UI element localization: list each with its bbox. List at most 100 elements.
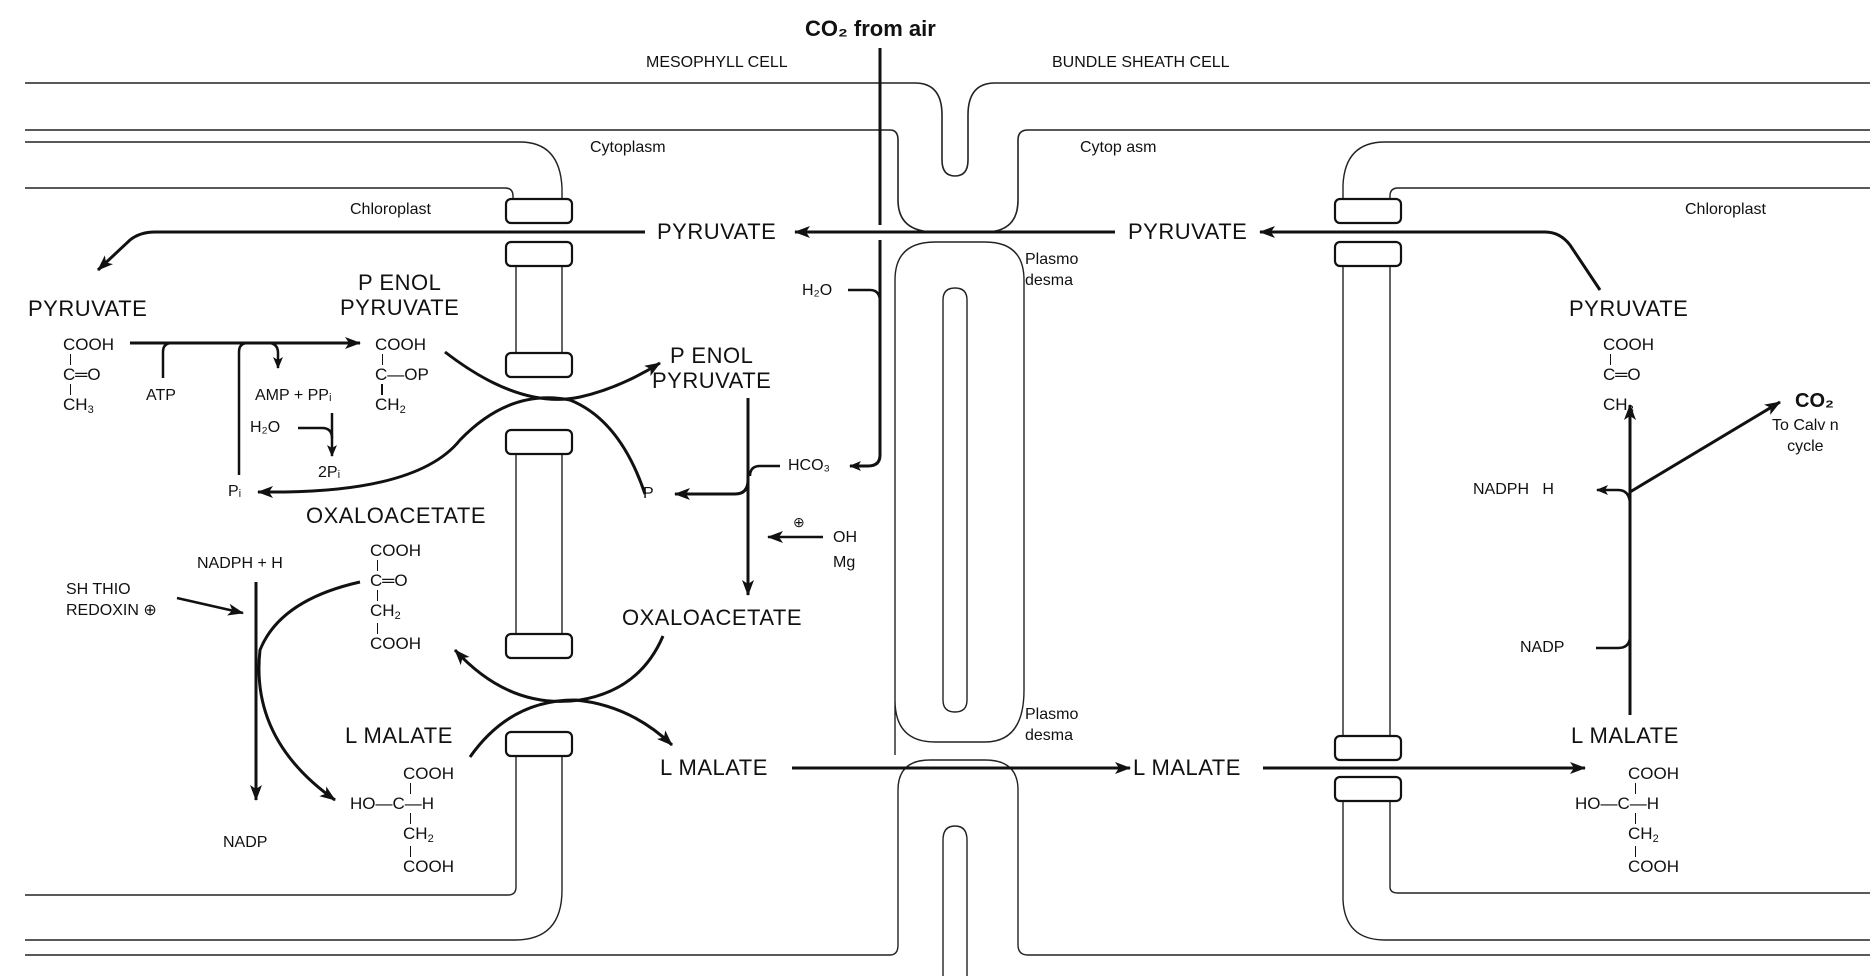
h2o-hydrolysis-join [298,426,334,439]
pi-label: Pᵢ [228,483,242,500]
plasmodesma-top-line1: Plasmo [1025,251,1079,268]
bundle-pyruvate-arrow [1530,230,1602,291]
co2-from-air-label: CO₂ from air [805,16,936,41]
pep-formula: COOH C—OP CH2 [375,336,429,416]
pi-join [237,341,249,475]
formula-co: C═O [63,365,101,384]
pyruvate-chloroplast-import [96,230,645,272]
chloroplast-pyruvate-label: PYRUVATE [28,296,148,321]
mesophyll-cell-label: MESOPHYLL CELL [646,54,788,71]
formula-ho-c-h: HO—C—H [1575,794,1660,813]
bundle-nadph-label: NADPH H [1473,481,1554,498]
amp-release [267,341,283,369]
pep-line1: P ENOL [670,343,754,368]
mesophyll-chloroplast-label: Chloroplast [350,201,431,218]
formula-ch3: CH3 [63,395,94,416]
formula-ho-c-h: HO—C—H [350,794,435,813]
pep-line2: PYRUVATE [652,368,772,394]
oaa-formula: COOH C═O CH2 COOH [370,542,421,652]
formula-ch3: CH3 [1603,395,1634,416]
amp-ppi-label: AMP + PPᵢ [255,387,332,404]
formula-cooh: COOH [370,634,421,653]
formula-co: C═O [1603,365,1641,384]
chloroplast-malate-label: L MALATE [345,723,453,748]
thioredoxin-activation-arrow [176,596,244,616]
released-co2-label: CO₂ [1795,390,1834,412]
plasmodesma-top-label: Plasmo desma [1025,250,1078,292]
plasmodesma-bottom-line1: Plasmo [1025,706,1079,723]
oaa-to-malate-arrow [257,580,361,802]
cytoplasm-pep-label: P ENOL PYRUVATE [652,343,771,394]
mesophyll-cell-wall [25,82,1870,233]
thioredoxin-line1: SH THIO [66,581,131,598]
formula-co: C═O [370,571,408,590]
cytoplasm-oaa-label: OXALOACETATE [622,605,803,630]
bundle-sheath-chloroplast-pores [1333,197,1403,803]
nadp-label: NADP [223,834,268,851]
h2o-label: H₂O [250,419,281,436]
to-calvin-line2: cycle [1787,437,1824,455]
bundle-chloroplast-pyruvate-label: PYRUVATE [1569,296,1689,321]
pep-line1: P ENOL [358,270,442,295]
co2-hydration-arrow [849,240,882,471]
formula-cooh: COOH [375,335,426,354]
nadph-release-arrow [1596,485,1632,506]
pyruvate-formula: COOH C═O CH3 [63,336,114,416]
formula-cooh: COOH [63,335,114,354]
formula-cooh: COOH [403,857,454,876]
formula-ch2: CH2 [1628,824,1659,845]
activator-plus-icon: ⊕ [143,601,157,619]
cytoplasm-h2o-label: H₂O [802,282,833,299]
plasmodesma-top-line2: desma [1025,271,1074,289]
to-calvin-line1: To Calv n [1772,417,1839,434]
formula-ch2: CH2 [370,601,401,622]
to-calvin-cycle-label: To Calv n cycle [1772,416,1839,458]
thioredoxin-line2: REDOXIN [66,601,139,619]
pep-line2: PYRUVATE [340,295,460,321]
mesophyll-cytoplasm-label: Cytoplasm [590,139,666,156]
hco3-label: HCO₃ [788,457,831,474]
bundle-nadp-label: NADP [1520,639,1565,656]
pi-import-arrow [257,396,647,498]
malate-formula: COOH HO—C—H CH2 COOH [350,765,454,875]
nadph-label: NADPH + H [197,555,283,572]
co2-release-arrow [1629,400,1781,494]
plasmodesma-middle [894,241,1025,755]
plasmodesma-bottom [942,825,968,976]
bundle-pyruvate-formula: COOH C═O CH3 [1603,336,1654,416]
pepc-activator-icon: ⊕ [793,514,805,530]
malate-export-arrow [468,698,674,758]
bundle-cytoplasm-malate-label: L MALATE [1133,755,1241,780]
cytoplasm-malate-label: L MALATE [660,755,768,780]
bundle-sheath-chloroplast-envelope [1342,141,1870,941]
formula-cooh: COOH [1628,857,1679,876]
nadp-join [1596,635,1632,650]
atp-label: ATP [146,387,176,404]
bundle-malate-formula: COOH HO—C—H CH2 COOH [1575,765,1679,875]
cytoplasm-pyruvate-label: PYRUVATE [657,219,777,244]
pep-export-arrow [444,350,661,401]
oh-label: OH [833,529,857,546]
chloroplast-pep-label: P ENOL PYRUVATE [340,270,459,321]
formula-c-op: C—OP [375,365,429,384]
mesophyll-chloroplast-envelope [25,141,1870,956]
mesophyll-chloroplast-pores [504,197,574,758]
p-release-arrow [674,479,750,500]
chloroplast-oaa-label: OXALOACETATE [306,503,487,528]
formula-cooh: COOH [1628,764,1679,783]
plasmodesma-bottom-label: Plasmo desma [1025,705,1078,747]
bundle-cytoplasm-pyruvate-label: PYRUVATE [1128,219,1248,244]
formula-ch2: CH2 [375,395,406,416]
bundle-chloroplast-label: Chloroplast [1685,201,1766,218]
bundle-sheath-cell-label: BUNDLE SHEATH CELL [1052,54,1230,71]
atp-join [161,341,173,378]
bundle-chloroplast-malate-label: L MALATE [1571,723,1679,748]
bundle-cytoplasm-label: Cytop asm [1080,139,1157,156]
plasmodesma-bottom-line2: desma [1025,726,1074,744]
h2o-join-line [848,288,882,303]
thioredoxin-label: SH THIO REDOXIN ⊕ [66,580,157,622]
p-label: P [643,485,654,502]
formula-cooh: COOH [403,764,454,783]
two-pi-label: 2Pᵢ [318,464,341,481]
